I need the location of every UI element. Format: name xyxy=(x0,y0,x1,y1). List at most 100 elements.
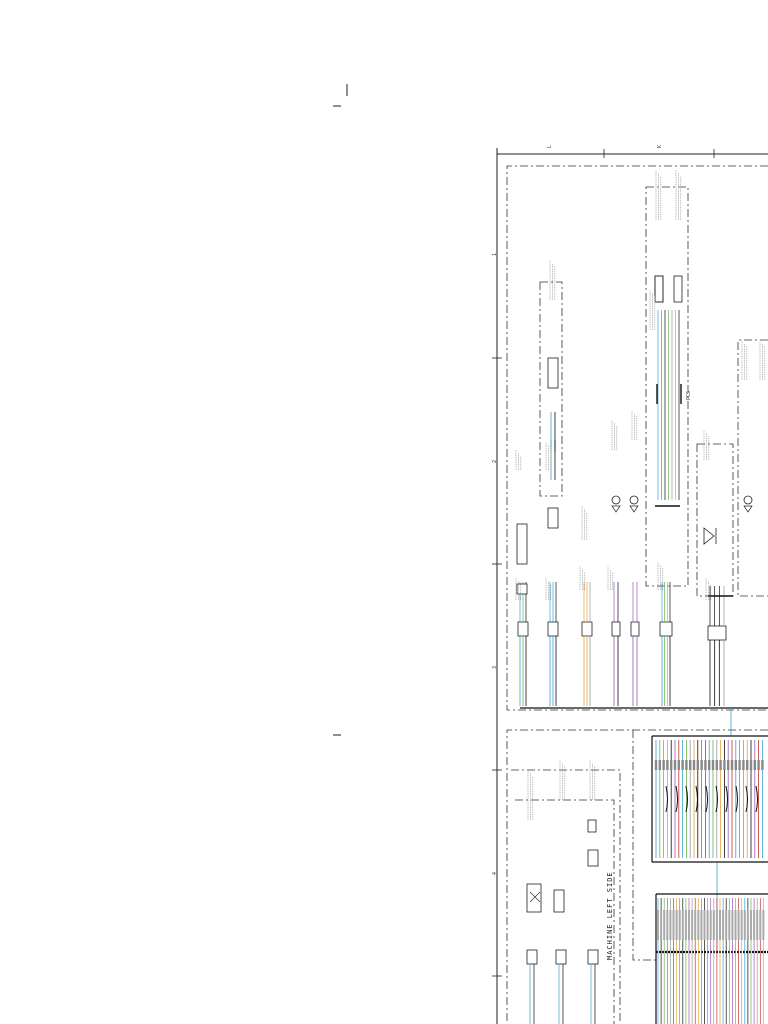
sensor-2 xyxy=(547,357,559,389)
wire-tag xyxy=(742,760,745,770)
diode-symbol xyxy=(611,505,621,513)
switch-3 xyxy=(587,849,599,867)
row-label-3: 3 xyxy=(492,666,498,669)
wire-tag xyxy=(740,910,743,940)
column-label-k: K xyxy=(657,145,663,148)
sensor-3 xyxy=(547,507,559,529)
diagram-frame xyxy=(492,148,768,1024)
wire-tag xyxy=(719,760,722,770)
wire-tag xyxy=(753,910,756,940)
wire-tag xyxy=(723,760,726,770)
wire-tag xyxy=(708,760,711,770)
lower-zone-boundary xyxy=(506,729,768,1024)
connector-2 xyxy=(547,621,559,637)
main-harness-lower xyxy=(655,893,768,1024)
wire-tag xyxy=(696,760,699,770)
switch-2 xyxy=(553,889,565,913)
sensor-1 xyxy=(516,523,528,565)
sensor-symbol-2 xyxy=(629,495,639,505)
row-label-4: 4 xyxy=(492,872,498,875)
wire-tag xyxy=(703,910,706,940)
wire-tag xyxy=(706,910,709,940)
wire-tag xyxy=(759,910,762,940)
wire-loop xyxy=(705,785,708,813)
wire-tag xyxy=(688,910,690,940)
wire-tag xyxy=(685,760,688,770)
wire-tag xyxy=(689,760,692,770)
wire-tag xyxy=(675,910,678,940)
machine-left-side-label: MACHINE LEFT SIDE xyxy=(606,871,614,960)
wire-tag xyxy=(738,760,741,770)
wire-tag xyxy=(662,760,665,770)
lower-connector-3 xyxy=(587,949,599,965)
pcs-block: PCS xyxy=(654,275,692,507)
wire-tag xyxy=(728,910,731,940)
wire-loop xyxy=(665,785,668,813)
wire-tag xyxy=(684,910,687,940)
wire-tag xyxy=(654,760,658,770)
wire-tag xyxy=(666,910,669,940)
upper-zone-components xyxy=(516,275,753,952)
wire-tag xyxy=(700,910,703,940)
main-harness-upper xyxy=(651,735,768,863)
wire-tag xyxy=(666,760,669,770)
connector-3 xyxy=(581,621,593,637)
wire-loop xyxy=(685,785,688,813)
connector-7 xyxy=(707,625,727,641)
wire-tag xyxy=(669,910,672,940)
wire-loop xyxy=(695,785,698,813)
row-label-2: 2 xyxy=(492,460,498,463)
wire-loop xyxy=(725,785,728,813)
wire-tag xyxy=(677,760,680,770)
wire-tag xyxy=(700,760,703,770)
wire-tag xyxy=(746,760,749,770)
wire-tag xyxy=(678,910,681,940)
pcs-label: PCS xyxy=(686,391,692,400)
wire-loop xyxy=(735,785,738,813)
wire-loop xyxy=(715,785,718,813)
wire-tag xyxy=(762,910,765,940)
wire-tag xyxy=(715,760,718,770)
wire-tag xyxy=(746,910,749,940)
wire-tag xyxy=(725,910,728,940)
wire-tag xyxy=(681,910,684,940)
wire-tag xyxy=(712,910,715,940)
wire-loop xyxy=(675,785,678,813)
connector-6 xyxy=(659,621,673,637)
wire-tag xyxy=(663,910,666,940)
wire-loop xyxy=(745,785,748,813)
wire-tag xyxy=(660,910,663,940)
fine-print-labels xyxy=(515,170,766,820)
sensor-4 xyxy=(654,275,664,303)
sensor-symbol-1 xyxy=(611,495,621,505)
lower-connector-1 xyxy=(526,949,538,965)
wire-tag xyxy=(711,760,715,770)
wire-tag xyxy=(756,910,759,940)
wire-tag xyxy=(681,760,684,770)
wire-tag xyxy=(761,760,764,770)
lower-zone-components xyxy=(526,819,599,1024)
wire-tag xyxy=(657,910,659,940)
wire-tag xyxy=(757,760,760,770)
wire-tag xyxy=(749,760,753,770)
sensor-symbol-3 xyxy=(743,495,753,505)
wire-tag xyxy=(719,910,721,940)
wire-tag xyxy=(715,910,718,940)
wire-tag xyxy=(730,760,734,770)
wire-tag xyxy=(727,760,730,770)
wire-tag xyxy=(691,910,694,940)
wire-tag xyxy=(692,760,696,770)
sensor-small xyxy=(516,583,528,595)
wire-tag xyxy=(743,910,746,940)
wire-tag xyxy=(697,910,700,940)
wire-tag xyxy=(737,910,740,940)
row-label-1: 1 xyxy=(492,253,498,256)
wire-tag xyxy=(753,760,756,770)
wire-tag xyxy=(734,910,737,940)
lamp-symbol xyxy=(703,527,715,545)
wire-tag xyxy=(731,910,734,940)
column-label-l: L xyxy=(547,145,553,148)
wire-loop xyxy=(755,785,758,813)
